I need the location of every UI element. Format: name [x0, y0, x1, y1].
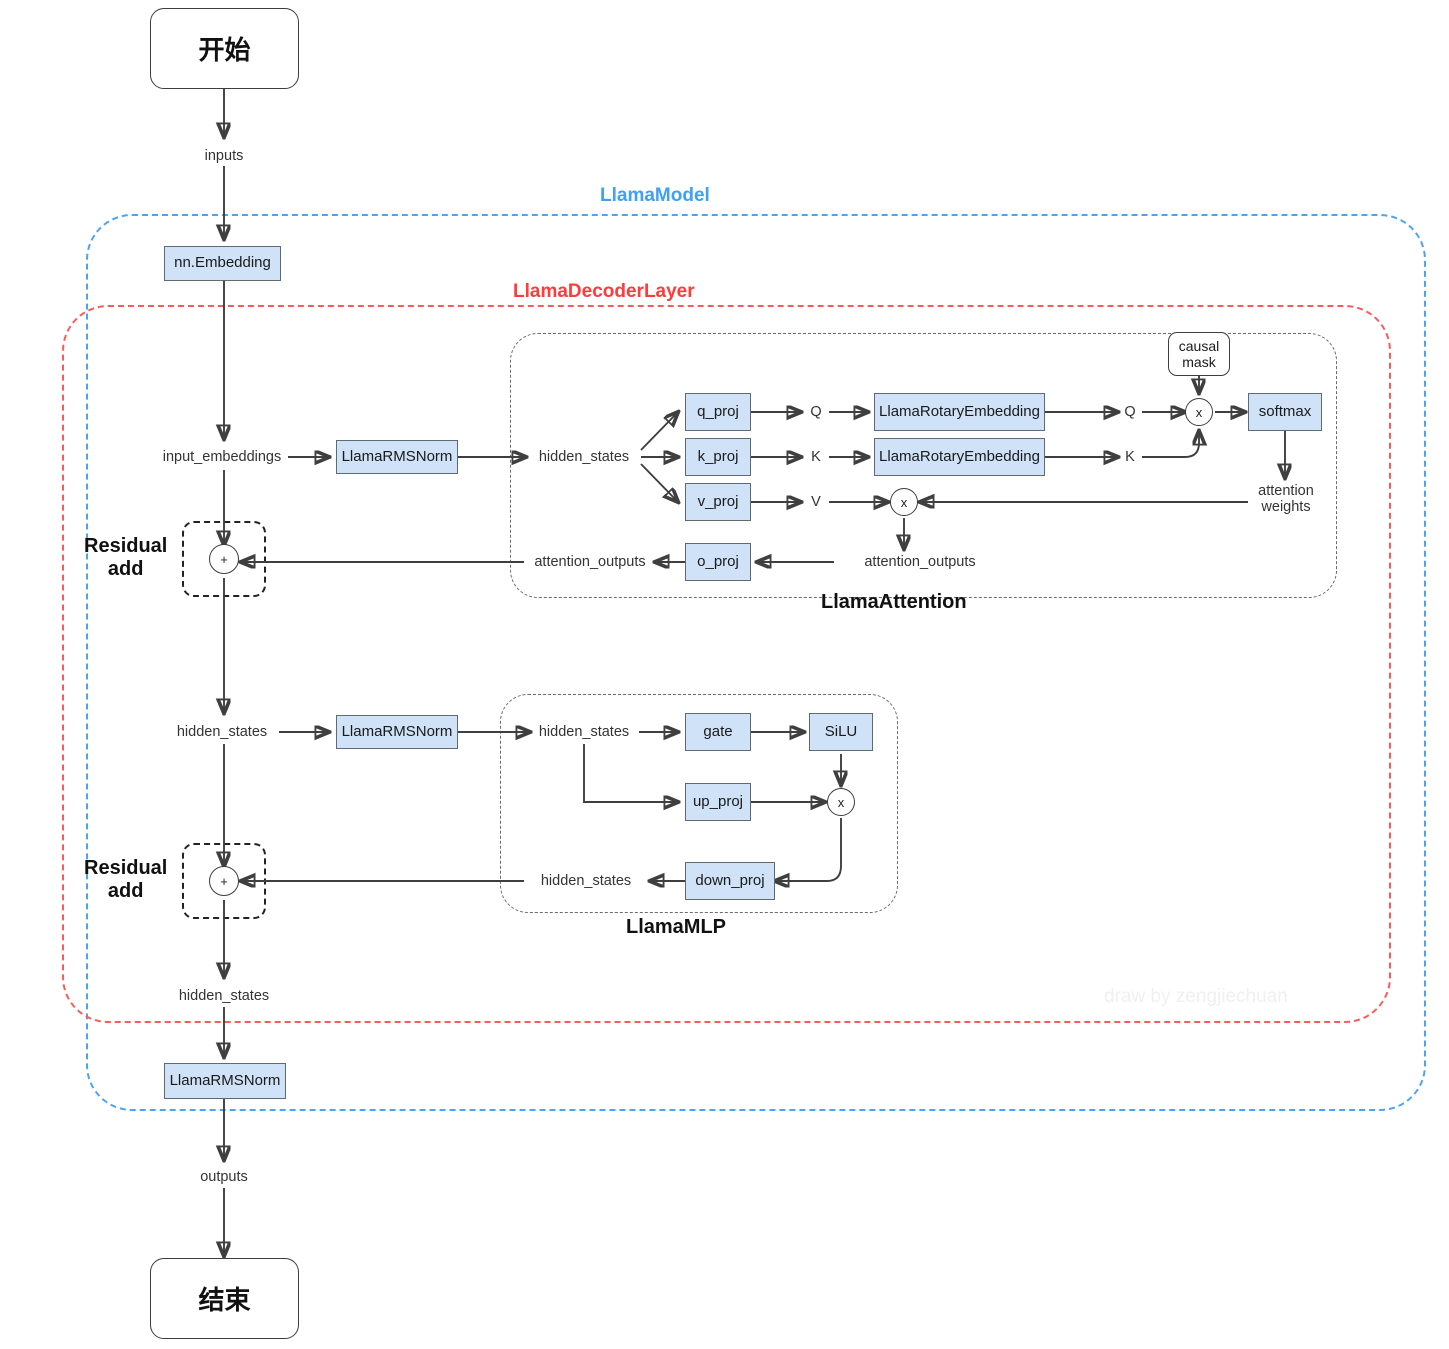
group-llama-model: [86, 214, 1426, 1111]
node-k-proj: k_proj: [685, 438, 751, 476]
node-silu: SiLU: [809, 713, 873, 751]
residual-add-label-1-line1: Residual: [84, 535, 168, 557]
edge-label-q: Q: [810, 404, 822, 420]
group-llama-mlp: [500, 694, 898, 913]
residual-add-label-2: Residual add: [84, 857, 167, 903]
node-gate: gate: [685, 713, 751, 751]
node-rmsnorm-final: LlamaRMSNorm: [164, 1063, 286, 1099]
group-title-llama-attention: LlamaAttention: [821, 591, 967, 613]
operator-matmul-qk: x: [1185, 398, 1213, 426]
edge-label-hidden-states-mid: hidden_states: [176, 724, 268, 740]
node-o-proj: o_proj: [685, 543, 751, 581]
edge-label-attention-outputs-left: attention_outputs: [534, 554, 646, 570]
group-title-llama-mlp: LlamaMLP: [626, 916, 727, 938]
watermark-credit: draw by zengjiechuan: [1104, 986, 1288, 1007]
group-title-llama-decoder-layer: LlamaDecoderLayer: [513, 281, 695, 302]
node-q-proj: q_proj: [685, 393, 751, 431]
residual-add-label-1-line2: add: [107, 558, 144, 580]
causal-mask-line2: mask: [1182, 354, 1216, 370]
edge-label-hidden-states-attention-in: hidden_states: [538, 449, 630, 465]
edge-label-input-embeddings: input_embeddings: [162, 449, 282, 465]
residual-add-label-2-line2: add: [107, 880, 144, 902]
terminal-start: 开始: [150, 8, 299, 89]
node-rotary-embedding-q: LlamaRotaryEmbedding: [874, 393, 1045, 431]
edge-label-q-rotary: Q: [1124, 404, 1136, 420]
node-rmsnorm-mlp: LlamaRMSNorm: [336, 715, 458, 749]
edge-label-k-rotary: K: [1125, 449, 1135, 465]
edge-label-attention-outputs-right: attention_outputs: [864, 554, 976, 570]
edge-label-v: V: [811, 494, 821, 510]
edge-label-hidden-states-mlp-in: hidden_states: [538, 724, 630, 740]
residual-add-label-2-line1: Residual: [84, 857, 168, 879]
operator-residual-add-2: +: [209, 866, 239, 896]
operator-multiply-mlp: x: [827, 788, 855, 816]
group-llama-attention: [510, 333, 1337, 598]
node-v-proj: v_proj: [685, 483, 751, 521]
edge-label-attention-weights: attention weights: [1253, 483, 1319, 515]
node-softmax: softmax: [1248, 393, 1322, 431]
node-nn-embedding: nn.Embedding: [164, 246, 281, 281]
edge-label-outputs: outputs: [200, 1169, 248, 1185]
edge-label-inputs: inputs: [204, 148, 244, 164]
node-down-proj: down_proj: [685, 862, 775, 900]
edge-label-k: K: [811, 449, 821, 465]
causal-mask-line1: causal: [1178, 337, 1220, 354]
edge-label-hidden-states-bottom: hidden_states: [178, 988, 270, 1004]
attention-weights-line1: attention: [1258, 483, 1314, 499]
edge-label-hidden-states-mlp-out: hidden_states: [540, 873, 632, 889]
node-rotary-embedding-k: LlamaRotaryEmbedding: [874, 438, 1045, 476]
residual-add-label-1: Residual add: [84, 535, 167, 581]
operator-residual-add-1: +: [209, 544, 239, 574]
terminal-end: 结束: [150, 1258, 299, 1339]
operator-matmul-attn-v: x: [890, 488, 918, 516]
node-rmsnorm-attention: LlamaRMSNorm: [336, 440, 458, 474]
node-up-proj: up_proj: [685, 783, 751, 821]
attention-weights-line2: weights: [1261, 499, 1311, 515]
group-llama-decoder-layer: [62, 305, 1391, 1023]
group-title-llama-model: LlamaModel: [600, 185, 710, 206]
node-causal-mask: causal mask: [1168, 332, 1230, 376]
